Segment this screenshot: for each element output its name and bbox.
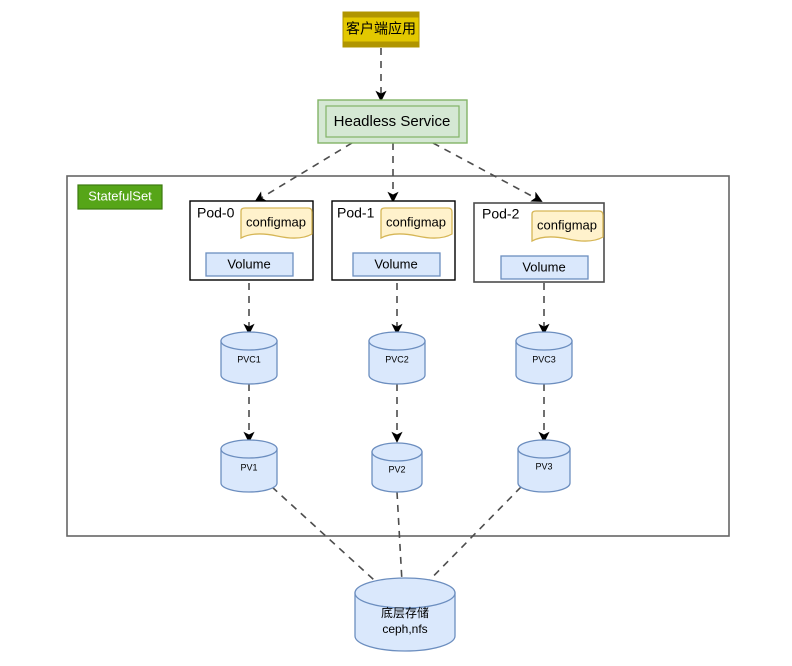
pv3-top xyxy=(517,439,571,459)
pod-2-configmap-label: configmap xyxy=(537,217,597,232)
underlying-storage-node[interactable]: 底层存储 ceph,nfs xyxy=(354,577,456,652)
pod-1-configmap[interactable]: configmap xyxy=(380,207,453,240)
underlying-storage-label-line1: 底层存储 xyxy=(381,605,429,620)
pvc2-node[interactable]: PVC2 xyxy=(368,331,426,385)
pod-1-configmap-label: configmap xyxy=(386,214,446,229)
pod-0-volume[interactable]: Volume xyxy=(205,252,294,277)
pod-1-volume[interactable]: Volume xyxy=(352,252,441,277)
statefulset-badge-label: StatefulSet xyxy=(88,188,152,203)
client-app-node[interactable]: 客户端应用 xyxy=(342,11,420,48)
pv1-label: PV1 xyxy=(240,462,257,472)
pod-0-node[interactable]: Pod-0 configmap Volume xyxy=(189,200,314,281)
underlying-storage-label-line2: ceph,nfs xyxy=(382,622,427,636)
pv3-label: PV3 xyxy=(535,461,552,471)
underlying-storage-body xyxy=(354,592,456,652)
pv2-body xyxy=(371,451,423,493)
pv3-body xyxy=(517,448,571,493)
pod-0-configmap-label: configmap xyxy=(246,214,306,229)
headless-service-node[interactable]: Headless Service xyxy=(317,99,468,144)
pod-0-configmap[interactable]: configmap xyxy=(240,207,313,240)
pvc3-body xyxy=(515,340,573,385)
pod-1-configmap-shape xyxy=(380,207,453,240)
pvc2-top xyxy=(368,331,426,351)
pv1-body xyxy=(220,448,278,493)
statefulset-badge-body xyxy=(77,184,163,210)
pod-0-configmap-shape xyxy=(240,207,313,240)
client-app-body xyxy=(342,16,420,43)
pod-0-volume-box xyxy=(205,252,294,277)
pod-1-label: Pod-1 xyxy=(337,205,375,221)
pv1-node[interactable]: PV1 xyxy=(220,439,278,493)
pvc3-label: PVC3 xyxy=(532,354,556,364)
headless-service-inner xyxy=(325,105,460,138)
pvc1-body xyxy=(220,340,278,385)
pod-1-volume-box xyxy=(352,252,441,277)
pod-2-configmap[interactable]: configmap xyxy=(531,210,604,243)
pvc3-top xyxy=(515,331,573,351)
client-app-label: 客户端应用 xyxy=(346,21,416,37)
pvc2-label: PVC2 xyxy=(385,354,409,364)
edge-pv1-to-storage xyxy=(271,486,398,602)
pod-1-volume-label: Volume xyxy=(374,256,417,271)
edge-pv2-to-storage xyxy=(396,491,409,602)
pv3-node[interactable]: PV3 xyxy=(517,439,571,493)
edge-service-to-pod-0 xyxy=(254,142,353,202)
headless-service-label: Headless Service xyxy=(334,113,451,130)
statefulset-badge[interactable]: StatefulSet xyxy=(77,184,163,210)
pod-2-node[interactable]: Pod-2 configmap Volume xyxy=(473,202,605,283)
pvc2-body xyxy=(368,340,426,385)
pvc1-node[interactable]: PVC1 xyxy=(220,331,278,385)
pod-1-node[interactable]: Pod-1 configmap Volume xyxy=(331,200,456,281)
pod-2-volume[interactable]: Volume xyxy=(500,255,589,280)
pv2-node[interactable]: PV2 xyxy=(371,442,423,493)
pod-0-volume-label: Volume xyxy=(227,256,270,271)
underlying-storage-top xyxy=(354,577,456,609)
pv2-top xyxy=(371,442,423,462)
pv2-label: PV2 xyxy=(388,464,405,474)
pvc1-top xyxy=(220,331,278,351)
pvc1-label: PVC1 xyxy=(237,354,261,364)
pod-2-configmap-shape xyxy=(531,210,604,243)
pod-2-volume-box xyxy=(500,255,589,280)
pv1-top xyxy=(220,439,278,459)
pvc3-node[interactable]: PVC3 xyxy=(515,331,573,385)
pod-0-label: Pod-0 xyxy=(197,205,235,221)
pod-2-label: Pod-2 xyxy=(482,206,520,222)
pod-2-volume-label: Volume xyxy=(522,259,565,274)
